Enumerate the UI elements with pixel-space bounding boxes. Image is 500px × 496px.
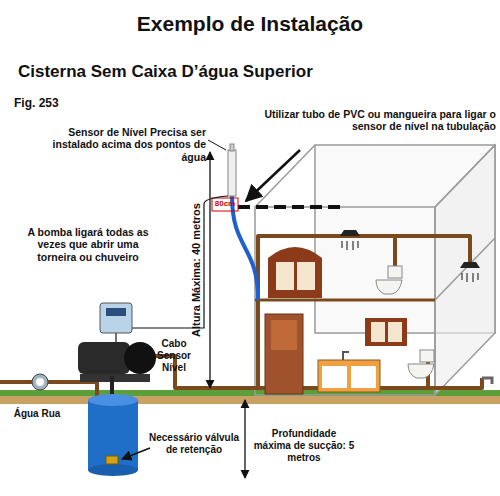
shower-head <box>340 230 360 236</box>
shower-water <box>342 241 358 250</box>
window-pane <box>297 262 315 290</box>
cistern-bottom <box>88 464 138 476</box>
pump-motor <box>78 342 130 374</box>
meter-dial <box>36 378 44 386</box>
controller-box <box>100 303 132 333</box>
callout-line <box>208 140 226 150</box>
valve-note: Necessário válvula de retenção <box>148 432 240 456</box>
sensor-cap <box>230 144 234 151</box>
toilet-bowl <box>376 280 402 294</box>
tube-note: Utilizar tubo de PVC ou mangueira para l… <box>250 108 496 133</box>
height-arrow <box>209 152 210 388</box>
door-panel <box>271 320 297 350</box>
water-meter <box>32 374 48 390</box>
cistern-top <box>88 394 138 406</box>
sensor-cable <box>132 196 228 328</box>
floor-edge <box>435 238 495 300</box>
door <box>265 314 303 394</box>
floor-slab <box>255 299 435 302</box>
level-sensor <box>228 150 236 196</box>
soil-strip <box>0 396 500 404</box>
pump-base <box>80 374 150 382</box>
page-title: Exemplo de Instalação <box>0 12 500 37</box>
controller-display <box>106 308 126 316</box>
height-dimension: Altura Máxima: 40 metros <box>190 160 203 380</box>
upper-shower <box>340 230 360 250</box>
toilet-tank <box>420 350 434 362</box>
side-shower <box>460 262 480 282</box>
toilet-branch <box>393 236 397 268</box>
garden-tap <box>482 378 492 384</box>
depth-dimension: Profundidade máxima de sucção: 5 metros <box>252 428 356 463</box>
sink-cabinet <box>318 360 380 392</box>
figure-number: Fig. 253 <box>14 96 104 110</box>
toilet-tank <box>388 266 402 278</box>
lower-window <box>365 318 407 346</box>
check-valve <box>106 456 118 464</box>
house-side-wall <box>435 145 495 395</box>
cabinet-door <box>322 366 347 388</box>
lower-toilet <box>408 350 434 378</box>
sensor-hose <box>232 196 258 300</box>
sensor-note: Sensor de Nível Precisa ser instalado ac… <box>36 126 206 163</box>
upper-toilet <box>376 266 402 294</box>
measure-box <box>212 198 238 211</box>
dimension-label: 80cm <box>212 199 238 208</box>
house-wireframe <box>255 145 495 395</box>
window-pane <box>371 322 385 342</box>
shower-head <box>460 262 480 268</box>
street-water-label: Água Rua <box>12 408 62 420</box>
callout-arrow <box>246 150 300 201</box>
cistern <box>88 400 138 470</box>
valve-arrow <box>122 448 150 459</box>
shower-water <box>462 273 478 282</box>
depth-arrow <box>244 400 245 478</box>
sink-faucet <box>343 352 349 360</box>
pump-note: A bomba ligará todas as vezes que abrir … <box>26 226 150 263</box>
cable-label: Cabo Sensor Nível <box>146 338 202 373</box>
cabinet-door <box>351 366 376 388</box>
house-edge <box>435 145 495 207</box>
window-pane <box>276 262 294 290</box>
pvc-tube <box>238 205 345 209</box>
subtitle: Cisterna Sem Caixa D’água Superior <box>18 62 488 82</box>
window-pane <box>388 322 402 342</box>
upper-window <box>268 247 322 298</box>
street-pipe <box>0 382 97 396</box>
house-edge <box>255 145 315 207</box>
toilet-bowl <box>408 364 434 378</box>
pump-volute <box>124 342 156 374</box>
